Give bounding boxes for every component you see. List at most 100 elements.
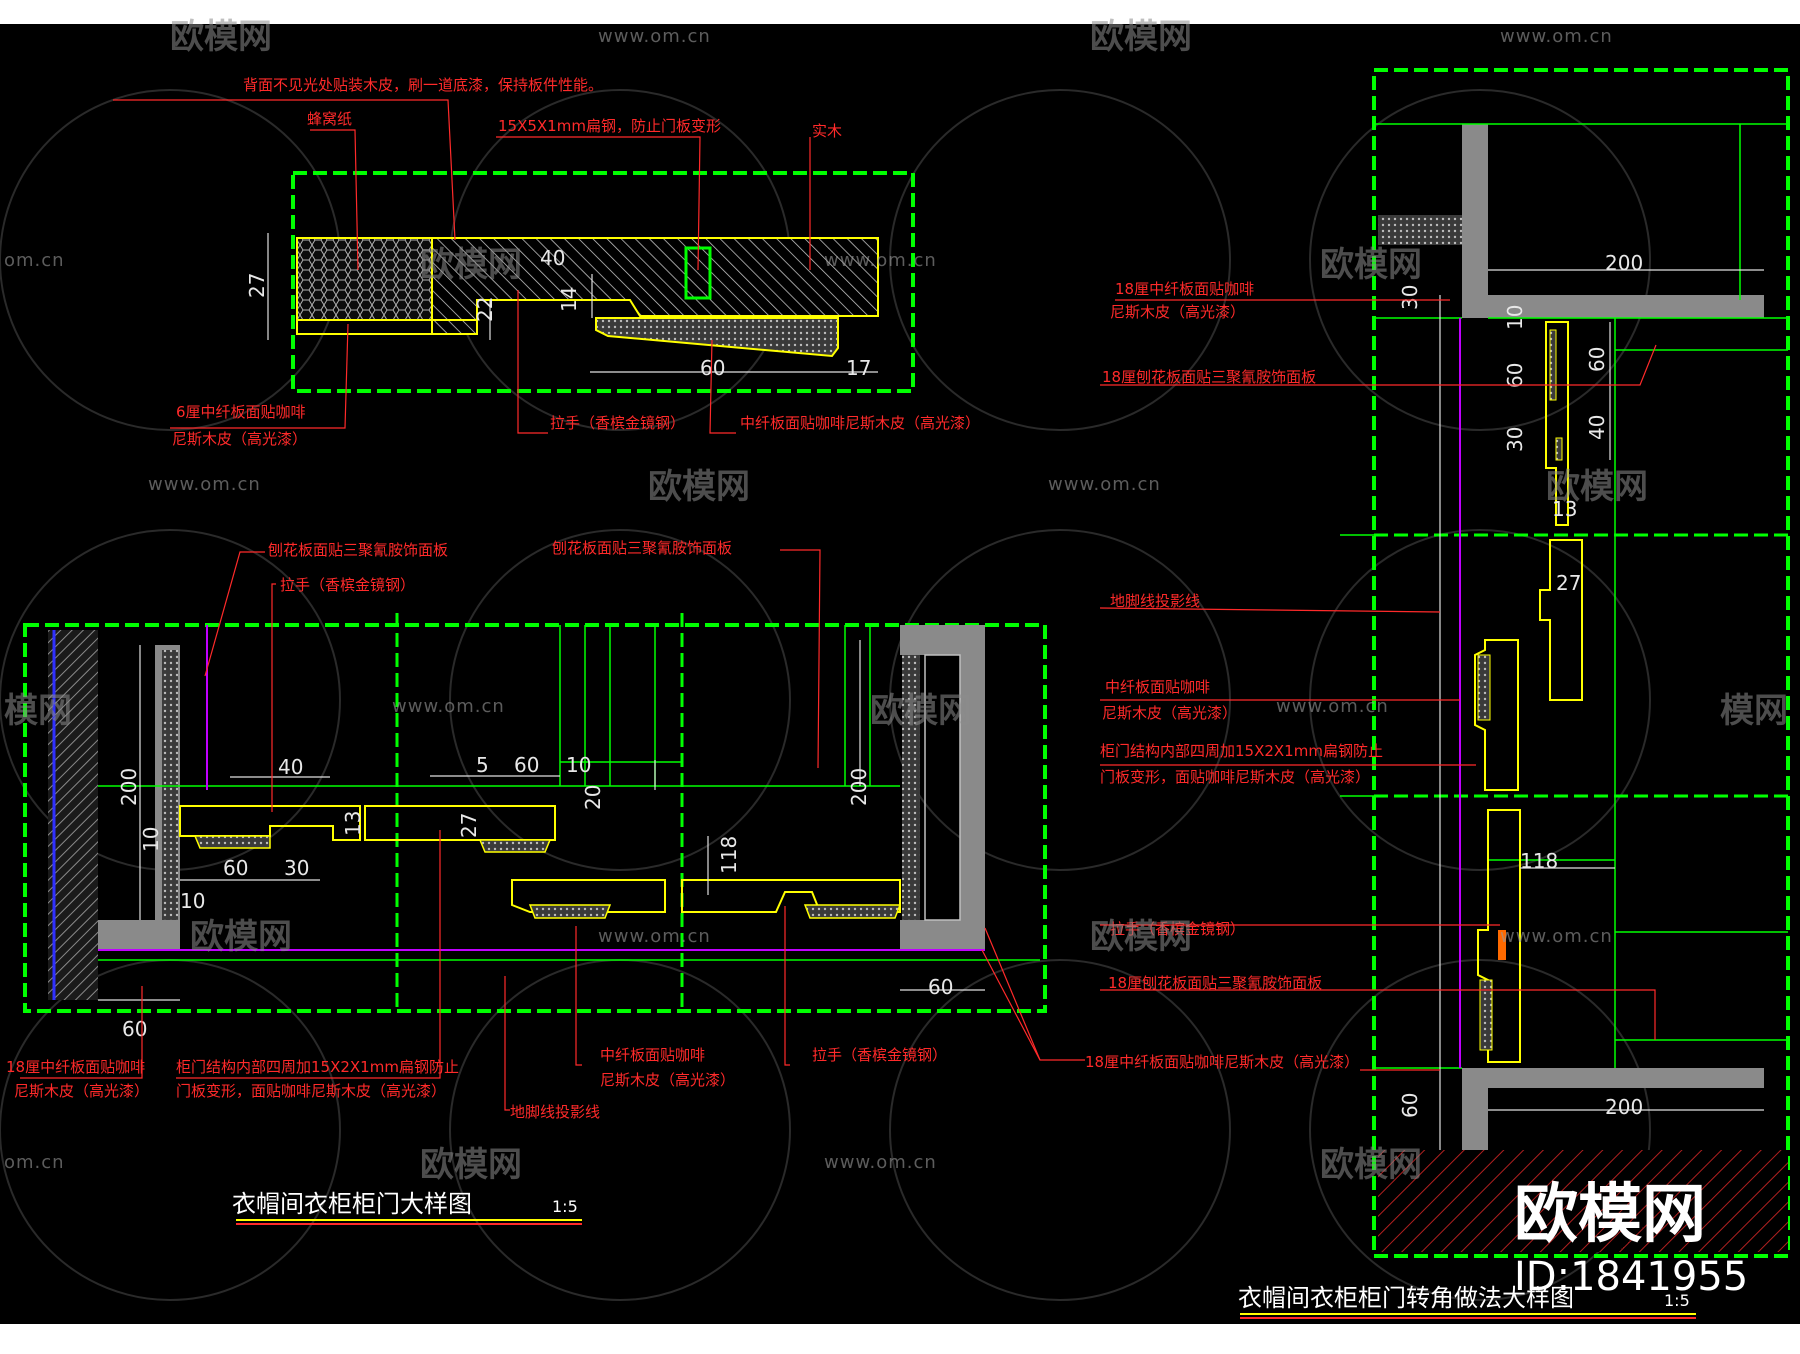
right-detail-scale: 1:5 [1664,1291,1690,1310]
note-right-mdf-veneer: 尼斯木皮（高光漆） [1102,704,1237,722]
watermark-url: www.om.cn [1500,26,1613,47]
left-panel-core [162,650,178,920]
dim-40: 40 [540,246,565,270]
watermark-url: www.om.cn [598,926,711,947]
bottom-detail-frame [23,623,1047,1013]
bottom-detail-title: 衣帽间衣柜柜门大样图 [232,1190,472,1218]
watermark-brand: 欧模网 [1090,917,1192,957]
watermark-partial: 模网 [4,691,72,731]
note-mdf18-b: 18厘中纤板面贴咖啡尼斯木皮（高光漆） [1085,1053,1359,1071]
watermark-url: www.om.cn [1276,696,1389,717]
note-flat-steel: 15X5X1mm扁钢，防止门板变形 [498,117,721,135]
note-solid-wood: 实木 [812,122,842,140]
note-handle-b: 拉手（香槟金镜钢） [812,1046,947,1064]
top-shelf-panel [1462,124,1764,318]
note-particle-board-a: 刨花板面贴三聚氰胺饰面板 [268,541,448,559]
watermark-brand: 欧模网 [1090,17,1192,57]
note-right-door-b: 门板变形，面贴咖啡尼斯木皮（高光漆） [1100,768,1370,786]
dim-14: 14 [557,287,581,312]
door-mid [364,805,556,841]
floor-hatch [1378,1150,1788,1252]
dim-200-top: 200 [1605,251,1643,275]
watermark-url: www.om.cn [598,26,711,47]
note-right-door: 柜门结构内部四周加15X2X1mm扁钢防止 [1100,742,1383,760]
note-door-structure: 柜门结构内部四周加15X2X1mm扁钢防止 [176,1058,459,1076]
top-detail-frame [291,171,915,393]
top-ledge [1378,215,1462,245]
watermark-brand: 欧模网 [1320,1145,1422,1185]
right-panel-core [902,655,920,920]
door-profile-mid [1539,539,1583,701]
note-mdf18-a: 18厘中纤板面贴咖啡 [6,1058,145,1076]
dim-13-right: 13 [1552,497,1577,521]
note-mdf-6: 6厘中纤板面贴咖啡 [176,403,306,421]
watermarks: 欧模网 www.om.cn 欧模网 www.om.cn om.cn 欧模网 ww… [4,17,1788,1185]
dim-10-base: 10 [180,889,205,913]
dim-20-mid: 20 [581,785,605,810]
note-handle: 拉手（香槟金镜钢） [550,414,685,432]
dim-118-right: 118 [1520,849,1558,873]
note-right-led: 地脚线投影线 [1110,592,1200,610]
honeycomb-core [296,237,433,321]
dim-200-bottom: 200 [1605,1095,1643,1119]
drawing-background [0,24,1800,1324]
watermark-brand: 欧模网 [1320,245,1422,285]
note-mdf-face: 中纤板面贴咖啡尼斯木皮（高光漆） [740,414,980,432]
note-door-structure-b: 门板变形，面贴咖啡尼斯木皮（高光漆） [176,1082,446,1100]
note-mdf18-a-veneer: 尼斯木皮（高光漆） [14,1082,149,1100]
right-detail: 200 30 10 60 60 30 40 13 27 118 60 200 1… [1099,68,1790,1319]
note-particle-board-b: 刨花板面贴三聚氰胺饰面板 [552,539,732,557]
handle-section [595,317,839,358]
note-honeycomb-paper: 蜂窝纸 [307,110,352,128]
mdf-skin [296,319,478,335]
bottom-shelf-panel [1462,1068,1764,1150]
dim-30-left: 30 [284,856,309,880]
left-wall-hatch [48,630,98,1000]
watermark-url: www.om.cn [392,696,505,717]
note-right-mdf18-veneer: 尼斯木皮（高光漆） [1110,303,1245,321]
watermark-brand: 欧模网 [420,245,522,285]
note-right-panel18: 18厘刨花板面贴三聚氰胺饰面板 [1102,368,1316,386]
dim-60-mid: 60 [514,753,539,777]
note-mdf-6-veneer: 尼斯木皮（高光漆） [172,430,307,448]
right-detail-title: 衣帽间衣柜柜门转角做法大样图 [1238,1284,1574,1312]
dim-60-base-right: 60 [928,975,953,999]
note-handle-a: 拉手（香槟金镜钢） [280,576,415,594]
dim-60-right-b: 60 [1585,347,1609,372]
watermark-url: www.om.cn [1500,926,1613,947]
dim-30-right: 30 [1503,427,1527,452]
watermark-brand: 欧模网 [190,917,292,957]
right-detail-frame [1372,68,1790,1258]
dim-118: 118 [717,836,741,874]
door-profile-mid-b [1474,639,1519,791]
dim-10-left: 10 [139,827,163,852]
dim-5: 5 [476,753,489,777]
watermark-partial: 模网 [1720,691,1788,731]
bottom-detail-scale: 1:5 [552,1197,578,1216]
note-right-mdf: 中纤板面贴咖啡 [1105,678,1210,696]
note-back-veneer: 背面不见光处贴装木皮，刷一道底漆，保持板件性能。 [243,76,603,94]
dim-200-left: 200 [117,768,141,806]
bottom-detail: 200 40 10 60 30 10 5 60 10 27 13 20 118 … [6,539,1359,1225]
brand-badge: 欧模网 ID:1841955 [1514,1178,1748,1300]
dim-27: 27 [245,273,269,298]
dim-27-right: 27 [1556,571,1581,595]
watermark-url: www.om.cn [148,474,261,495]
dim-30-top: 30 [1398,285,1422,310]
note-led-line: 地脚线投影线 [510,1103,600,1121]
dim-10-right: 10 [1503,305,1527,330]
watermark-brand: 欧模网 [420,1145,522,1185]
dim-17: 17 [846,356,871,380]
watermark-url: www.om.cn [824,1152,937,1173]
watermark-url: www.om.cn [1048,474,1161,495]
door-corner-b [681,879,901,913]
door-profile-upper [1545,321,1569,526]
dim-22: 22 [473,297,497,322]
dim-27-mid: 27 [457,813,481,838]
watermark-brand: 欧模网 [1546,467,1648,507]
note-mdf-b: 中纤板面贴咖啡 [600,1046,705,1064]
dim-60-left: 60 [223,856,248,880]
note-right-mdf18: 18厘中纤板面贴咖啡 [1115,280,1254,298]
